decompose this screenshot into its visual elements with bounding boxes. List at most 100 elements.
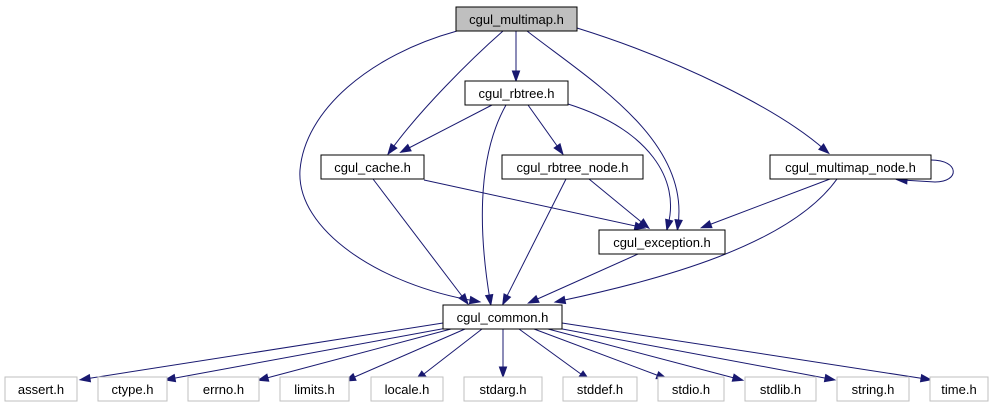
node-box bbox=[769, 154, 932, 180]
edge-rbtree-node-to-common bbox=[502, 178, 567, 306]
edge-rbtree-to-exception bbox=[567, 103, 674, 232]
arrowhead bbox=[919, 373, 933, 383]
node-rbtree-node[interactable]: cgul_rbtree_node.h bbox=[501, 154, 644, 180]
arrowhead bbox=[731, 373, 745, 382]
node-exception[interactable]: cgul_exception.h bbox=[598, 229, 726, 255]
arrowhead bbox=[78, 373, 92, 383]
arrowhead bbox=[498, 366, 508, 379]
node-errno[interactable]: errno.h bbox=[187, 376, 260, 402]
node-box bbox=[562, 376, 638, 402]
node-label: limits.h bbox=[294, 382, 334, 397]
edge-rbtree-to-cache bbox=[399, 104, 493, 153]
node-label: cgul_rbtree.h bbox=[479, 86, 555, 101]
node-label: ctype.h bbox=[112, 382, 154, 397]
node-label: stdio.h bbox=[672, 382, 710, 397]
node-cache[interactable]: cgul_cache.h bbox=[320, 154, 425, 180]
arrowhead bbox=[502, 293, 512, 306]
edge-root-to-rbtree bbox=[511, 31, 521, 83]
node-time[interactable]: time.h bbox=[929, 376, 989, 402]
edge-root-to-common bbox=[299, 30, 482, 305]
edge-cache-to-common bbox=[372, 178, 469, 306]
node-box bbox=[836, 376, 910, 402]
node-label: stddef.h bbox=[577, 382, 623, 397]
node-box bbox=[320, 154, 425, 180]
node-box bbox=[464, 80, 569, 106]
node-label: locale.h bbox=[385, 382, 430, 397]
edge-root-to-cache bbox=[387, 30, 504, 156]
edge-multimap-node-to-common bbox=[553, 178, 838, 305]
node-box bbox=[455, 6, 578, 32]
edge-exception-to-common bbox=[527, 253, 639, 304]
arrowhead bbox=[511, 70, 521, 83]
node-box bbox=[501, 154, 644, 180]
node-label: cgul_rbtree_node.h bbox=[516, 160, 628, 175]
node-rbtree[interactable]: cgul_rbtree.h bbox=[464, 80, 569, 106]
arrowhead bbox=[399, 143, 412, 153]
arrowhead bbox=[527, 294, 540, 304]
node-label: cgul_multimap.h bbox=[469, 12, 564, 27]
edge-multimap-node-to-exception bbox=[699, 178, 831, 229]
arrowhead bbox=[638, 218, 651, 230]
node-box bbox=[657, 376, 725, 402]
node-label: cgul_exception.h bbox=[613, 235, 711, 250]
node-box bbox=[4, 376, 78, 402]
edge-common-to-time bbox=[561, 322, 933, 383]
node-stdarg[interactable]: stdarg.h bbox=[463, 376, 543, 402]
arrowhead bbox=[468, 295, 482, 305]
edge-root-to-multimap-node bbox=[576, 27, 830, 155]
edge-common-to-limits bbox=[344, 328, 466, 382]
arrowhead bbox=[553, 143, 564, 156]
node-common[interactable]: cgul_common.h bbox=[442, 304, 563, 330]
arrowhead bbox=[665, 218, 674, 232]
node-box bbox=[929, 376, 989, 402]
edge-common-to-locale bbox=[414, 328, 483, 381]
edge-common-to-stdlib bbox=[547, 328, 745, 382]
arrowhead bbox=[699, 220, 713, 229]
arrowhead bbox=[553, 295, 567, 305]
arrowhead bbox=[674, 219, 683, 232]
edge-common-to-assert bbox=[78, 322, 444, 383]
nodes: cgul_multimap.h cgul_rbtree.h cgul_cache.h… bbox=[4, 6, 989, 402]
node-box bbox=[187, 376, 260, 402]
edge-common-to-errno bbox=[256, 328, 452, 382]
node-box bbox=[744, 376, 817, 402]
arrowhead bbox=[163, 373, 177, 383]
arrowhead bbox=[823, 373, 837, 383]
node-label: cgul_multimap_node.h bbox=[785, 160, 916, 175]
arrowhead bbox=[256, 373, 270, 382]
node-multimap-node[interactable]: cgul_multimap_node.h bbox=[769, 154, 932, 180]
edge-rbtree-to-common bbox=[481, 104, 507, 307]
edge-root-to-exception bbox=[526, 30, 683, 232]
edges bbox=[78, 27, 954, 383]
node-string[interactable]: string.h bbox=[836, 376, 910, 402]
arrowhead bbox=[818, 143, 830, 155]
edge-common-to-stdarg bbox=[498, 329, 508, 379]
edge-common-to-string bbox=[556, 327, 837, 383]
node-label: stdarg.h bbox=[480, 382, 527, 397]
node-box bbox=[442, 304, 563, 330]
node-stddef[interactable]: stddef.h bbox=[562, 376, 638, 402]
arrowhead bbox=[484, 293, 494, 307]
node-box bbox=[598, 229, 726, 255]
node-limits[interactable]: limits.h bbox=[279, 376, 350, 402]
node-label: errno.h bbox=[203, 382, 244, 397]
node-label: assert.h bbox=[18, 382, 64, 397]
node-label: cgul_common.h bbox=[457, 310, 549, 325]
node-box bbox=[279, 376, 350, 402]
node-assert[interactable]: assert.h bbox=[4, 376, 78, 402]
edge-cache-to-exception bbox=[423, 179, 647, 231]
node-root[interactable]: cgul_multimap.h bbox=[455, 6, 578, 32]
arrowhead bbox=[458, 293, 469, 306]
edge-rbtree-to-rbtree-node bbox=[527, 104, 564, 156]
edge-rbtree-node-to-exception bbox=[588, 178, 651, 230]
node-locale[interactable]: locale.h bbox=[370, 376, 444, 402]
node-label: stdlib.h bbox=[760, 382, 801, 397]
node-label: time.h bbox=[941, 382, 976, 397]
node-label: string.h bbox=[852, 382, 895, 397]
node-label: cgul_cache.h bbox=[334, 160, 411, 175]
node-stdio[interactable]: stdio.h bbox=[657, 376, 725, 402]
node-stdlib[interactable]: stdlib.h bbox=[744, 376, 817, 402]
node-ctype[interactable]: ctype.h bbox=[97, 376, 168, 402]
node-box bbox=[463, 376, 543, 402]
